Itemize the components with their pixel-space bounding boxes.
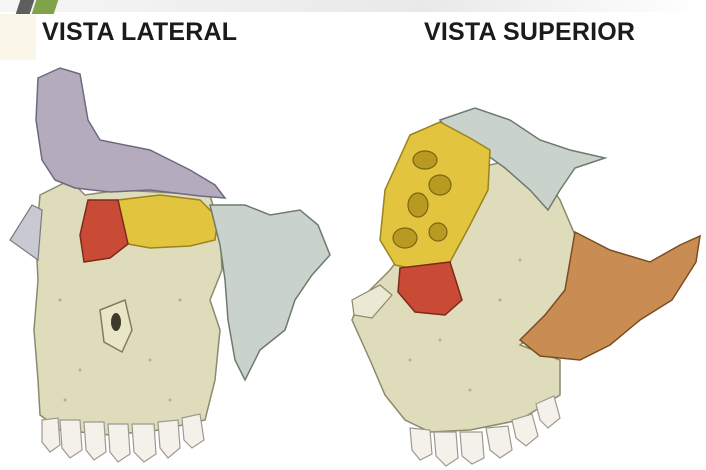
ethmoid-cells <box>392 150 452 249</box>
lacrimal-lateral <box>79 199 129 263</box>
top-decorative-strip <box>0 0 706 12</box>
side-decorative-block <box>0 14 36 60</box>
palatine-superior <box>518 230 701 361</box>
sphenoid-lateral <box>209 204 331 382</box>
nasal-flap-lateral <box>9 204 43 262</box>
teeth-lateral <box>41 413 205 463</box>
ethmoid-lateral <box>117 194 219 249</box>
lateral-view-label: VISTA LATERAL <box>42 18 238 46</box>
superior-view-label: VISTA SUPERIOR <box>424 18 636 46</box>
nasal-spine-superior <box>351 284 393 319</box>
lacrimal-superior <box>397 261 463 316</box>
foramen-hole <box>111 313 121 331</box>
frontal-process-lateral <box>35 67 227 199</box>
teeth-superior <box>409 395 561 467</box>
